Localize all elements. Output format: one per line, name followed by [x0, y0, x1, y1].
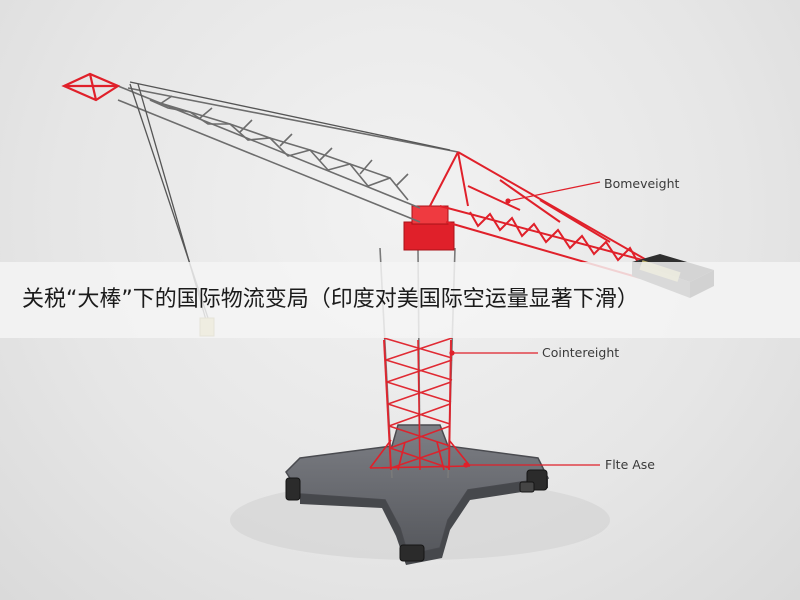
wheels [285, 469, 548, 562]
jib-tip [61, 72, 121, 102]
slewing-unit [403, 205, 455, 251]
callout-base-label: Flte Ase [605, 457, 655, 472]
callout-boom-label: Bomeveight [604, 176, 680, 191]
counter-jib [429, 151, 651, 279]
main-jib [117, 85, 459, 223]
title-banner: 关税“大棒”下的国际物流变局（印度对美国际空运量显著下滑） [0, 262, 800, 338]
callout-lines [449, 181, 601, 468]
tower-flare [369, 439, 471, 471]
tower-lattice [383, 337, 453, 471]
banner-title: 关税“大棒”下的国际物流变局（印度对美国际空运量显著下滑） [22, 287, 639, 312]
callout-counterweight-label: Cointereight [542, 345, 620, 360]
